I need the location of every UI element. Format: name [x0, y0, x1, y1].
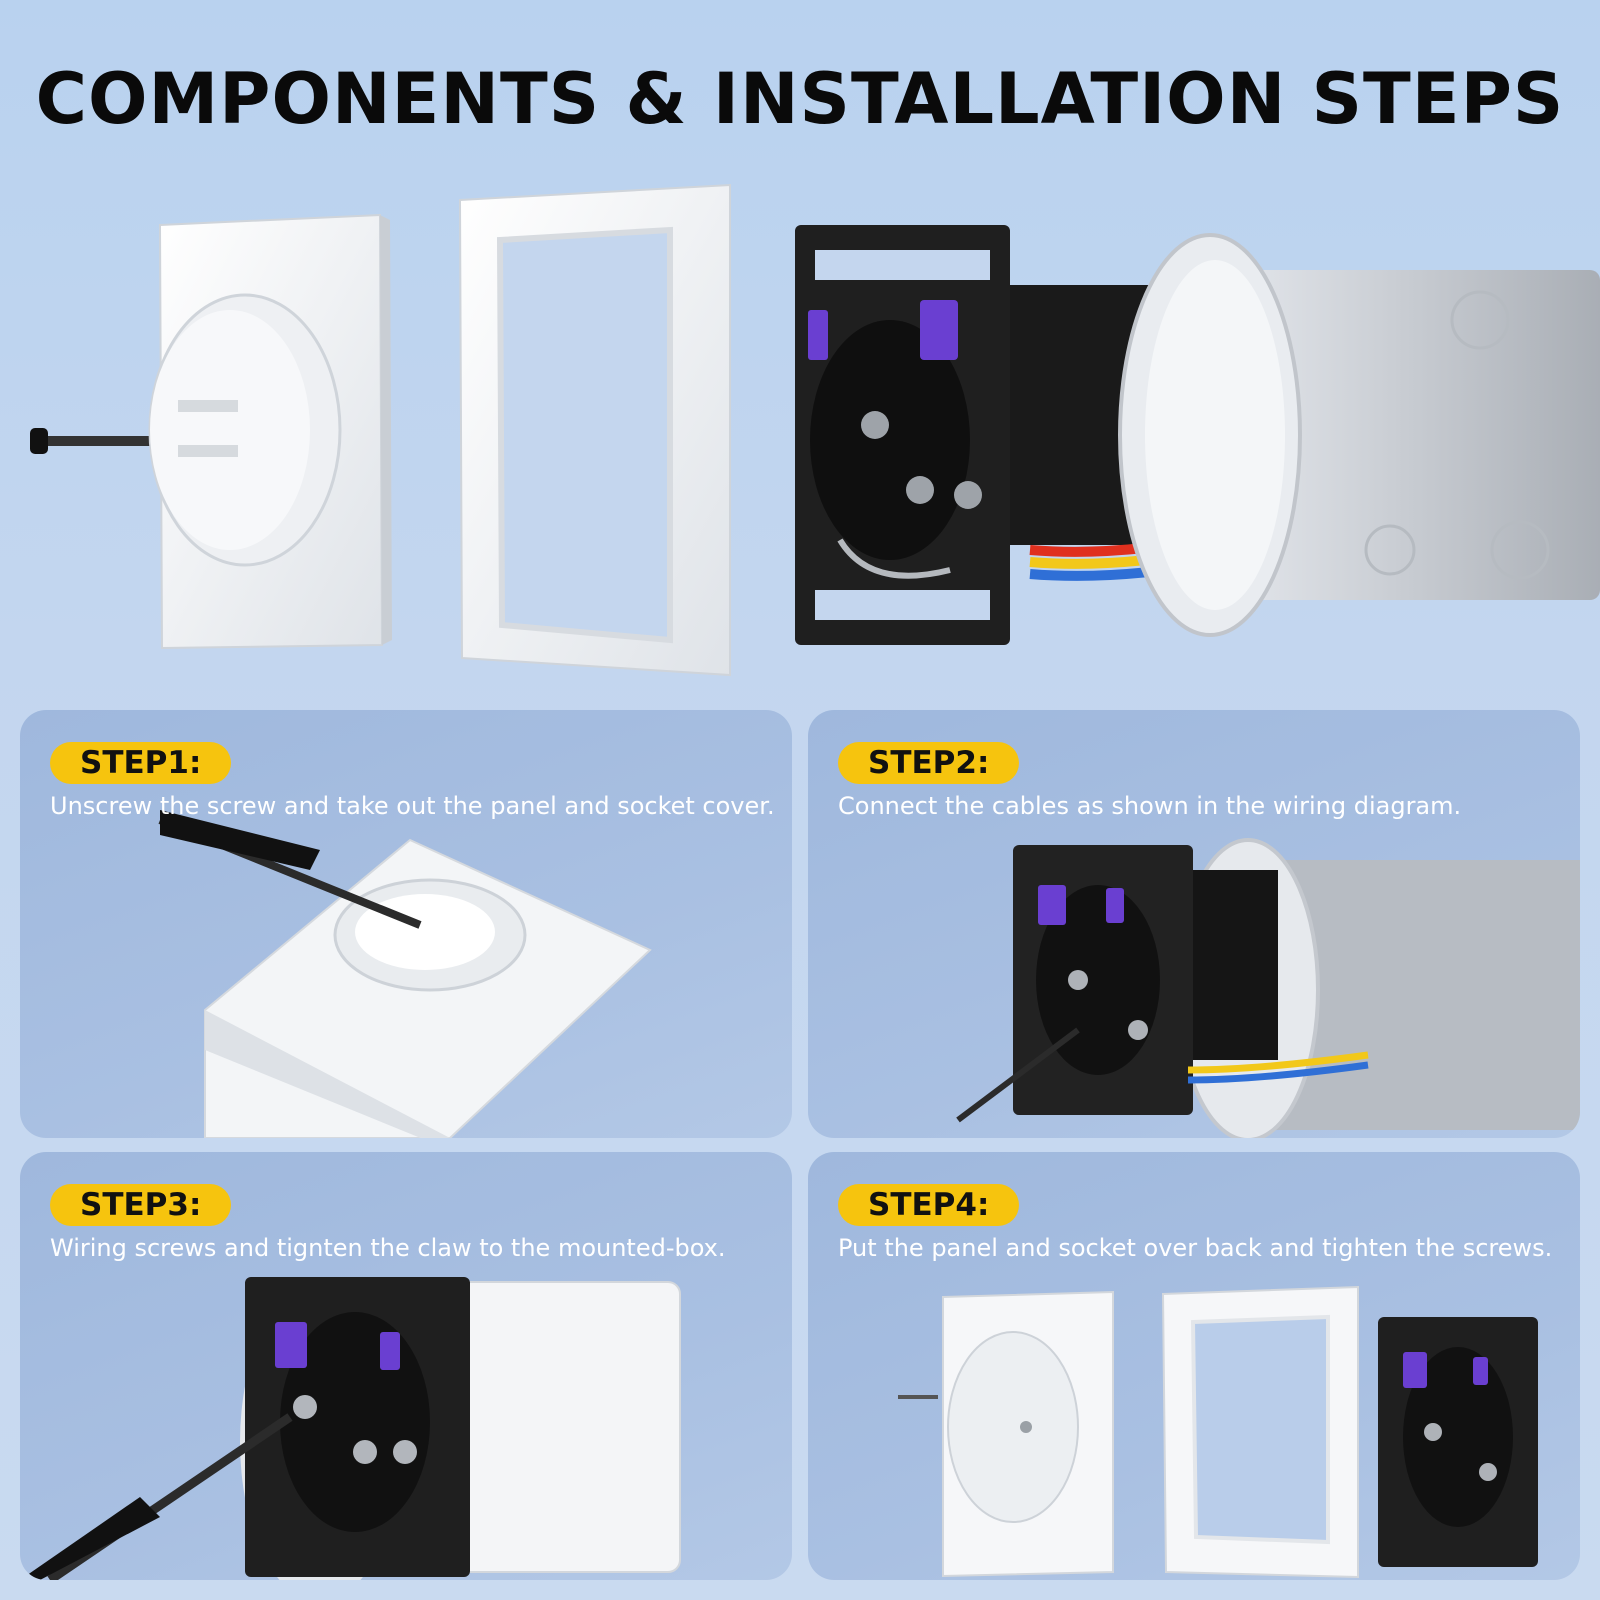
socket-cover-image: [148, 213, 392, 650]
step2-illustration: [808, 710, 1580, 1138]
step-badge: STEP1:: [50, 742, 232, 784]
screw-icon: [30, 428, 155, 454]
frame-image: [458, 183, 731, 677]
step3-panel: STEP3: Wiring screws and tignten the cla…: [20, 1152, 792, 1580]
step-description: Connect the cables as shown in the wirin…: [838, 792, 1462, 820]
socket-mechanism-image: [795, 225, 1170, 645]
step-description: Put the panel and socket over back and t…: [838, 1234, 1553, 1262]
step-badge: STEP4:: [838, 1184, 1020, 1226]
step2-panel: STEP2: Connect the cables as shown in th…: [808, 710, 1580, 1138]
step-badge: STEP3:: [50, 1184, 232, 1226]
mounting-box-image: [1118, 233, 1600, 637]
step-description: Wiring screws and tignten the claw to th…: [50, 1234, 726, 1262]
step4-illustration: [808, 1152, 1580, 1580]
step3-illustration: [20, 1152, 792, 1580]
step1-illustration: [20, 710, 792, 1138]
page-title: COMPONENTS & INSTALLATION STEPS: [35, 58, 1565, 140]
step1-panel: STEP1: Unscrew the screw and take out th…: [20, 710, 792, 1138]
components-illustration: [0, 170, 1600, 690]
step-badge: STEP2:: [838, 742, 1020, 784]
step4-panel: STEP4: Put the panel and socket over bac…: [808, 1152, 1580, 1580]
step-description: Unscrew the screw and take out the panel…: [50, 792, 775, 820]
